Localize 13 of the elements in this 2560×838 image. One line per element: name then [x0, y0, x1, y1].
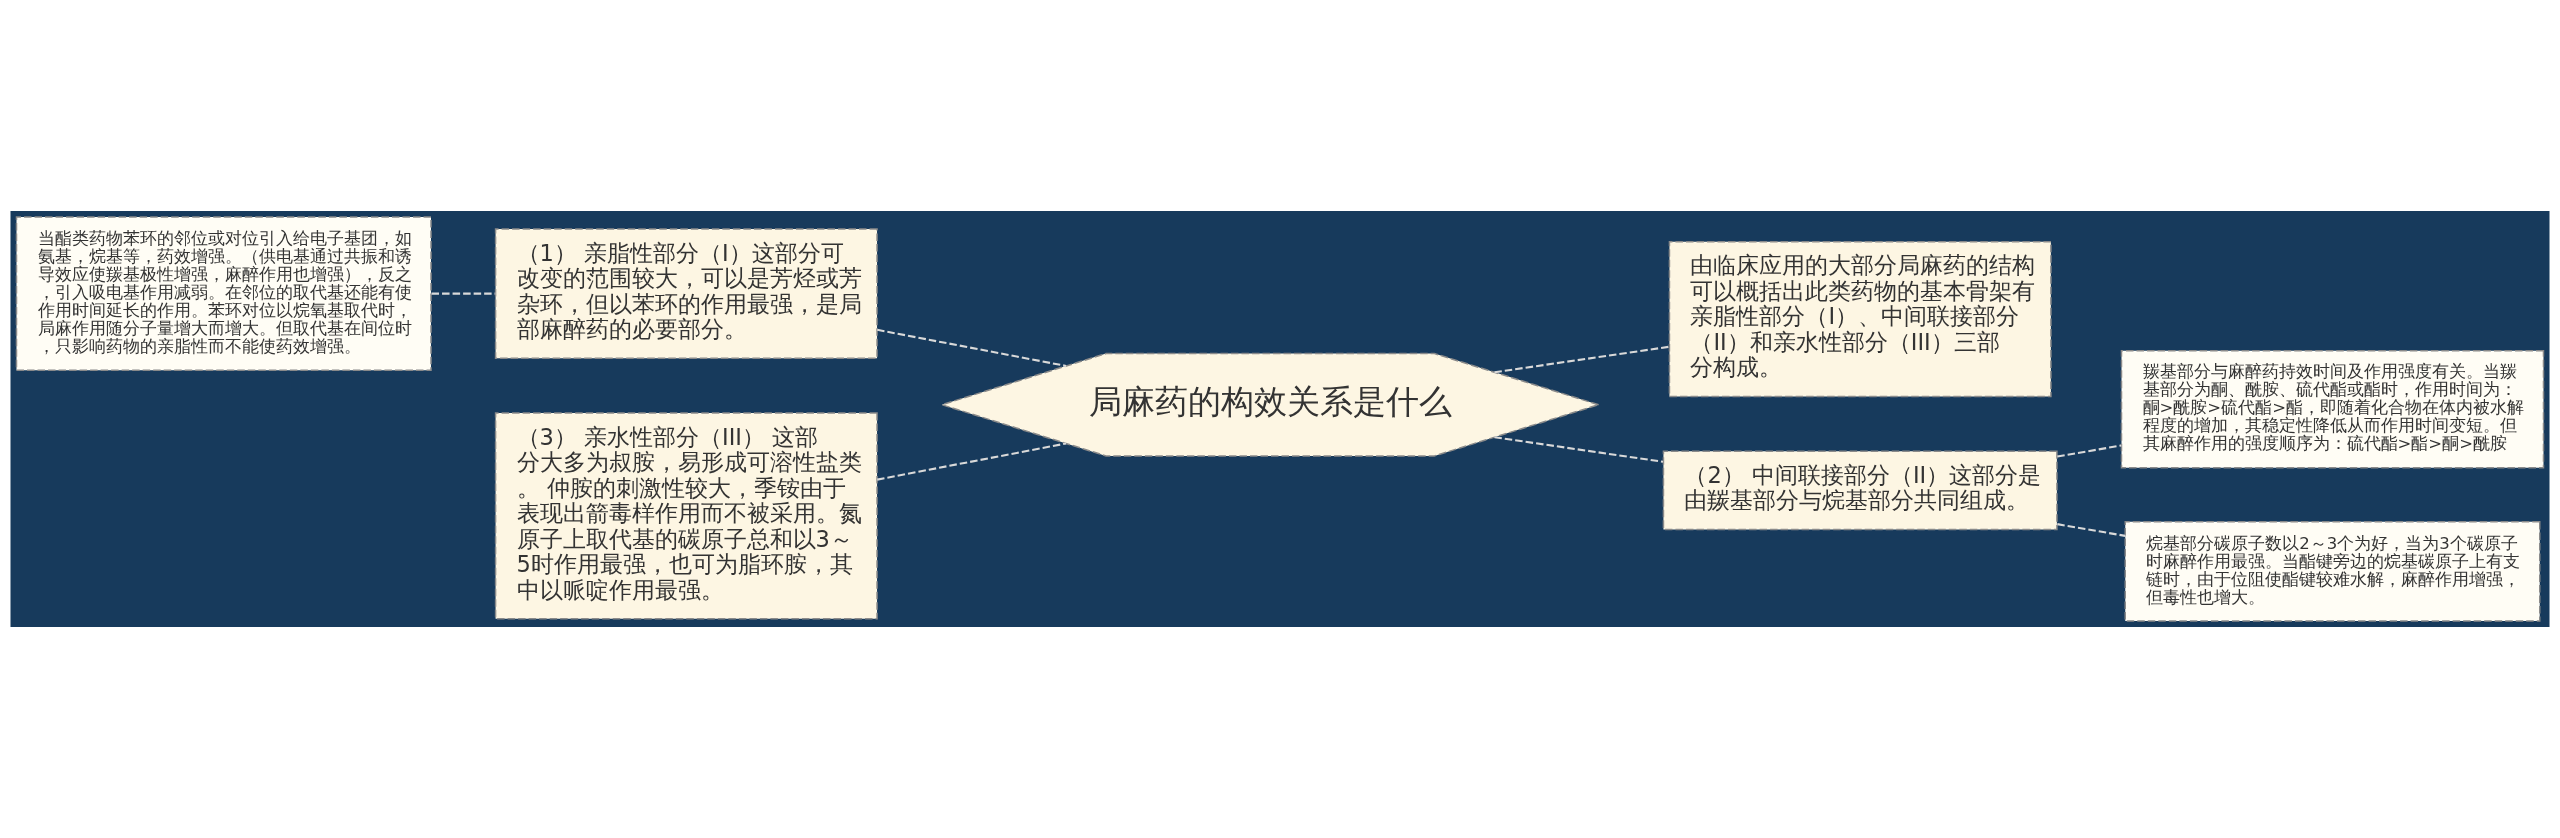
- connector: [877, 442, 1067, 481]
- node-box: 烷基部分碳原子数以2～3个为好，当为3个碳原子时麻醉作用最强。当酯键旁边的烷基碳原子上有支链时，由于位阻使酯键较难水解，麻醉作用增强，但毒性也增大。: [2124, 521, 2541, 622]
- connector: [1494, 436, 1664, 463]
- node-box: （3） 亲水性部分（III） 这部分大多为叔胺，易形成可溶性盐类。 仲胺的刺激性较大，季铵由于表现出箭毒样作用而不被采用。氮原子上取代基的碳原子总和以3～5时作用最强，也可为脂环胺，其中以哌啶作用最强。: [494, 412, 878, 620]
- node-box: （2） 中间联接部分（II）这部分是由羰基部分与烷基部分共同组成。: [1662, 450, 2058, 531]
- node-box: （1） 亲脂性部分（I）这部分可改变的范围较大，可以是芳烃或芳杂环，但以苯环的作用最强，是局部麻醉药的必要部分。: [494, 228, 878, 359]
- connector: [1494, 345, 1670, 374]
- node-box: 当酯类药物苯环的邻位或对位引入给电子基团，如氨基，烷基等，药效增强。（供电基通过共振和诱导效应使羰基极性增强，麻醉作用也增强），反之，引入吸电基作用减弱。在邻位的取代基还能有使作用时间延长的作用。苯环对位以烷氧基取代时，局麻作用随分子量增大而增大。但取代基在间位时，只影响药物的亲脂性而不能使药效增强。: [15, 216, 432, 371]
- node-box: 羰基部分与麻醉药持效时间及作用强度有关。当羰基部分为酮、酰胺、硫代酯或酯时，作用时间为：酮>酰胺>硫代酯>酯，即随着化合物在体内被水解程度的增加，其稳定性降低从而作用时间变短。但其麻醉作用的强度顺序为：硫代酯>酯>酮>酰胺: [2120, 349, 2545, 469]
- connector: [877, 328, 1067, 367]
- node-box: 由临床应用的大部分局麻药的结构可以概括出此类药物的基本骨架有亲脂性部分（I）、中间联接部分（II）和亲水性部分（III）三部分构成。: [1668, 241, 2052, 398]
- connector: [2057, 523, 2126, 537]
- connector: [2057, 444, 2122, 458]
